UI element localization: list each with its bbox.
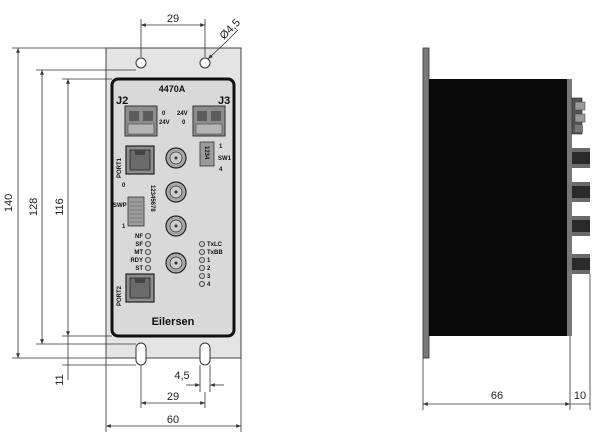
dim-height-116: 116 [54, 198, 66, 216]
led-label-3: 3 [207, 274, 211, 280]
side-housing [429, 79, 570, 336]
side-connectors [572, 148, 590, 274]
swp-switch: 0 SWP 1 12345678 [113, 183, 155, 230]
sw1-bottom-label: 4 [219, 167, 223, 173]
dim-depth: 66 [491, 390, 503, 402]
right-led-group: TxLC TxBB 1 2 3 4 [198, 240, 223, 288]
led-label-rdy: RDY [130, 258, 143, 264]
dim-height-11: 11 [54, 374, 66, 385]
port1: PORT1 [117, 145, 155, 178]
led-label-nf: NF [135, 234, 143, 240]
j3-pin-1: 24V [177, 111, 188, 117]
swp-label: SWP [113, 203, 127, 209]
swp-numbers: 12345678 [149, 185, 155, 212]
mount-slot-left [135, 342, 147, 366]
connector-j2: J2 0 24V [116, 95, 170, 137]
led-label-txbb: TxBB [207, 250, 223, 256]
side-terminal-block [571, 97, 586, 135]
left-led-group: NF SF MT RDY ST [130, 232, 151, 272]
sw1-label: SW1 [218, 156, 232, 162]
sw1-top-label: 1 [219, 144, 223, 150]
led-label-1: 1 [207, 258, 211, 264]
j3-label: J3 [218, 95, 230, 107]
dim-height-140: 140 [3, 194, 15, 212]
model-label: 4470A [159, 84, 186, 94]
dim-top-width: 29 [167, 13, 179, 25]
j2-pin-1: 0 [162, 111, 166, 117]
mount-slot-right [199, 342, 211, 366]
sw1-switch: 1234 1 SW1 4 [199, 141, 232, 173]
coax-connectors [165, 147, 187, 274]
dim-overall-width: 60 [167, 414, 179, 426]
front-dimensions: 29 Ø4,5 140 128 116 11 4,5 29 [3, 13, 243, 432]
side-view [422, 47, 590, 359]
swp-zero-label: 0 [122, 183, 126, 189]
dim-hole-diameter: Ø4,5 [218, 17, 243, 42]
dim-height-128: 128 [28, 198, 40, 216]
side-dimensions: 66 10 [422, 274, 591, 410]
dim-depth-extra: 10 [574, 390, 586, 402]
j2-label: J2 [116, 95, 128, 107]
brand-label: Eilersen [152, 316, 195, 328]
dim-bottom-width: 29 [167, 391, 179, 403]
j2-pin-2: 24V [159, 120, 170, 126]
port2: PORT2 [117, 273, 155, 306]
port2-label: PORT2 [117, 285, 123, 306]
led-label-2: 2 [207, 266, 211, 272]
port1-label: PORT1 [117, 157, 123, 178]
led-label-sf: SF [135, 242, 143, 248]
mount-hole-right [199, 57, 211, 69]
led-label-st: ST [135, 266, 143, 272]
swp-one-label: 1 [122, 224, 126, 230]
front-view: 4470A J2 0 24V J3 24V 0 PORT1 [105, 47, 242, 366]
connector-j3: J3 24V 0 [177, 95, 230, 137]
led-label-mt: MT [134, 250, 143, 256]
side-mounting-plate [422, 47, 430, 359]
dim-slot-width: 4,5 [174, 370, 189, 382]
sw1-numbers: 1234 [203, 146, 209, 160]
led-label-txlc: TxLC [207, 242, 223, 248]
j3-pin-2: 0 [182, 120, 186, 126]
mount-hole-left [135, 57, 147, 69]
led-label-4: 4 [207, 282, 211, 288]
